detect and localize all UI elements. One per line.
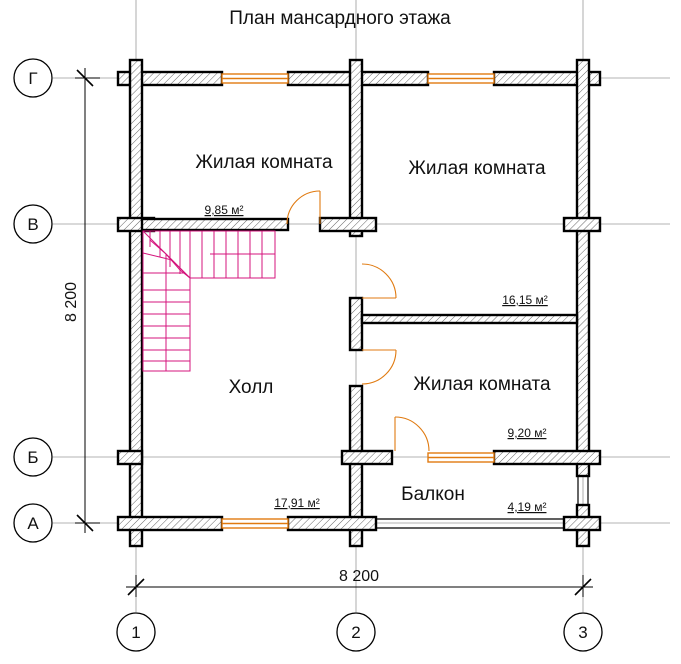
axis-label-a: А — [27, 514, 39, 533]
area-label-living-se: 9,20 м² — [508, 426, 547, 440]
vertical-dimension: 8 200 — [63, 68, 100, 533]
axis-label-b: Б — [27, 448, 38, 467]
axis-label-g: Г — [28, 69, 37, 88]
walls — [116, 58, 602, 548]
windows — [221, 73, 495, 529]
axis-bubble-3: 3 — [563, 612, 603, 652]
axis-bubble-v: В — [13, 204, 53, 244]
axis-bubble-2: 2 — [336, 612, 376, 652]
axis-label-2: 2 — [351, 623, 360, 642]
room-label-balcony: Балкон — [401, 484, 465, 505]
axis-bubble-b: Б — [13, 437, 53, 477]
axis-label-v: В — [27, 215, 38, 234]
axis-label-1: 1 — [131, 623, 140, 642]
horizontal-dimension: 8 200 — [126, 568, 593, 597]
area-label-balcony: 4,19 м² — [508, 500, 547, 514]
area-label-hall: 17,91 м² — [274, 496, 320, 510]
doors — [286, 190, 430, 452]
vertical-dimension-label: 8 200 — [63, 282, 80, 322]
staircase — [142, 230, 276, 372]
axis-bubble-g: Г — [13, 58, 53, 98]
room-label-living-nw: Жилая комната — [195, 152, 333, 173]
plan-title: План мансардного этажа — [229, 8, 451, 29]
room-label-living-ne: Жилая комната — [408, 158, 546, 179]
axis-bubble-1: 1 — [116, 612, 156, 652]
area-label-living-ne: 16,15 м² — [502, 293, 548, 307]
axis-bubble-a: А — [13, 503, 53, 543]
horizontal-dimension-label: 8 200 — [339, 568, 379, 585]
area-label-living-nw: 9,85 м² — [205, 203, 244, 217]
room-label-living-se: Жилая комната — [413, 374, 551, 395]
room-label-hall: Холл — [229, 377, 274, 398]
axis-label-3: 3 — [578, 623, 587, 642]
balcony-railing — [376, 476, 589, 529]
